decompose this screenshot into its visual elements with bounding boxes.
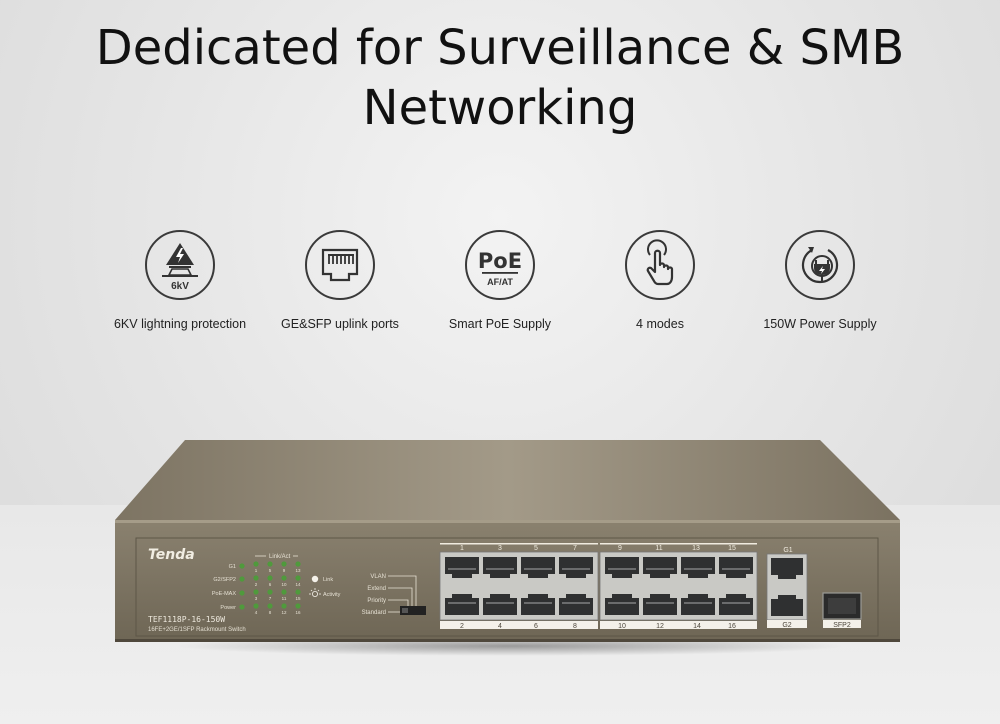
port-number: 15 bbox=[728, 545, 736, 552]
ethernet-port[interactable] bbox=[643, 557, 677, 578]
port-number: 1 bbox=[460, 545, 464, 552]
port-number: 4 bbox=[498, 623, 502, 630]
led-num: 1 bbox=[255, 568, 258, 573]
port-number: 11 bbox=[655, 545, 662, 552]
model-description: 16FE+2GE/1SFP Rackmount Switch bbox=[148, 627, 246, 633]
port-number: 8 bbox=[573, 623, 577, 630]
headline-line-2: Networking bbox=[362, 80, 638, 136]
port-number: 3 bbox=[498, 545, 502, 552]
port-number: 2 bbox=[460, 623, 464, 630]
led-num: 5 bbox=[269, 568, 272, 573]
feature-list: 6kV 6KV lightning protection GE&SFP upli… bbox=[100, 230, 900, 331]
model-name: TEF1118P-16-150W bbox=[148, 615, 225, 624]
port-number: 6 bbox=[534, 623, 538, 630]
feature-uplink: GE&SFP uplink ports bbox=[260, 230, 420, 331]
ethernet-port[interactable] bbox=[559, 557, 593, 578]
led-num: 7 bbox=[269, 596, 272, 601]
ethernet-port[interactable] bbox=[681, 594, 715, 615]
mode-priority: Priority bbox=[367, 598, 386, 604]
led-num: 14 bbox=[295, 582, 301, 587]
ethernet-port[interactable] bbox=[605, 557, 639, 578]
feature-label: 6KV lightning protection bbox=[113, 317, 247, 331]
feature-poe: PoE AF/AT Smart PoE Supply bbox=[420, 230, 580, 331]
brand-logo: Tenda bbox=[148, 547, 195, 563]
poe-icon-text: PoE bbox=[478, 249, 522, 273]
led-num: 9 bbox=[283, 568, 286, 573]
lightning-icon-text: 6kV bbox=[171, 281, 189, 292]
uplink-label-g2: G2 bbox=[782, 622, 791, 629]
link-led-icon bbox=[311, 575, 319, 583]
feature-power: 150W Power Supply bbox=[740, 230, 900, 331]
poe-icon: PoE AF/AT bbox=[465, 230, 535, 300]
ethernet-port[interactable] bbox=[445, 594, 479, 615]
led-label-poemax: PoE-MAX bbox=[212, 591, 236, 597]
feature-label: 4 modes bbox=[636, 317, 684, 331]
mode-switch[interactable] bbox=[400, 606, 426, 615]
port-number: 10 bbox=[618, 623, 626, 630]
led-num: 11 bbox=[282, 596, 287, 601]
led-header: Link/Act bbox=[269, 554, 291, 560]
led-num: 13 bbox=[295, 568, 301, 573]
port-number: 7 bbox=[573, 545, 577, 552]
lightning-protection-icon: 6kV bbox=[145, 230, 215, 300]
activity-led-icon bbox=[309, 588, 321, 597]
network-switch: Tenda TEF1118P-16-150W 16FE+2GE/1SFP Rac… bbox=[110, 438, 905, 656]
ethernet-port[interactable] bbox=[719, 557, 753, 578]
led-num: 16 bbox=[295, 610, 301, 615]
switch-top-face bbox=[115, 440, 900, 520]
led-label-g2: G2/SFP2 bbox=[213, 577, 236, 583]
mode-extend: Extend bbox=[367, 586, 386, 592]
led-label-power: Power bbox=[220, 605, 236, 611]
uplink-port-g1[interactable] bbox=[771, 558, 803, 579]
ethernet-port[interactable] bbox=[483, 557, 517, 578]
led-num: 12 bbox=[281, 610, 287, 615]
led-num: 3 bbox=[255, 596, 258, 601]
legend-link: Link bbox=[323, 577, 333, 583]
led-num: 15 bbox=[295, 596, 301, 601]
port-number: 16 bbox=[728, 623, 736, 630]
led-num: 8 bbox=[269, 610, 272, 615]
port-number: 13 bbox=[692, 545, 700, 552]
power-plug-icon bbox=[785, 230, 855, 300]
touch-hand-icon bbox=[625, 230, 695, 300]
port-labels-bottom: 2 4 6 8 10 12 14 16 bbox=[460, 623, 736, 630]
port-number: 5 bbox=[534, 545, 538, 552]
ethernet-ports bbox=[445, 557, 753, 615]
port-number: 12 bbox=[656, 623, 664, 630]
uplink-port-g2[interactable] bbox=[771, 595, 803, 616]
port-number: 14 bbox=[693, 623, 701, 630]
ethernet-port[interactable] bbox=[483, 594, 517, 615]
poe-icon-subtext: AF/AT bbox=[487, 277, 513, 287]
port-number: 9 bbox=[618, 545, 622, 552]
port-labels-top: 1 3 5 7 9 11 13 15 bbox=[460, 545, 736, 552]
sfp-label: SFP2 bbox=[833, 622, 851, 629]
headline-line-1: Dedicated for Surveillance & SMB bbox=[95, 20, 905, 76]
ethernet-port[interactable] bbox=[521, 594, 555, 615]
feature-label: 150W Power Supply bbox=[763, 317, 877, 331]
ethernet-port-icon bbox=[305, 230, 375, 300]
feature-lightning: 6kV 6KV lightning protection bbox=[100, 230, 260, 331]
led-grid bbox=[239, 561, 301, 610]
led-num: 4 bbox=[255, 610, 258, 615]
ethernet-port[interactable] bbox=[643, 594, 677, 615]
uplink-label-g1: G1 bbox=[783, 547, 792, 554]
headline: Dedicated for Surveillance & SMB Network… bbox=[0, 18, 1000, 138]
led-num: 6 bbox=[269, 582, 272, 587]
ethernet-port[interactable] bbox=[559, 594, 593, 615]
mode-vlan: VLAN bbox=[370, 574, 386, 580]
feature-label: Smart PoE Supply bbox=[448, 317, 552, 331]
mode-standard: Standard bbox=[362, 610, 386, 616]
led-num: 10 bbox=[281, 582, 287, 587]
feature-label: GE&SFP uplink ports bbox=[281, 317, 399, 331]
led-num: 2 bbox=[255, 582, 258, 587]
ethernet-port[interactable] bbox=[521, 557, 555, 578]
led-label-g1: G1 bbox=[229, 564, 236, 570]
legend-activity: Activity bbox=[323, 592, 341, 598]
feature-modes: 4 modes bbox=[580, 230, 740, 331]
ethernet-port[interactable] bbox=[605, 594, 639, 615]
ethernet-port[interactable] bbox=[445, 557, 479, 578]
ethernet-port[interactable] bbox=[681, 557, 715, 578]
ethernet-port[interactable] bbox=[719, 594, 753, 615]
